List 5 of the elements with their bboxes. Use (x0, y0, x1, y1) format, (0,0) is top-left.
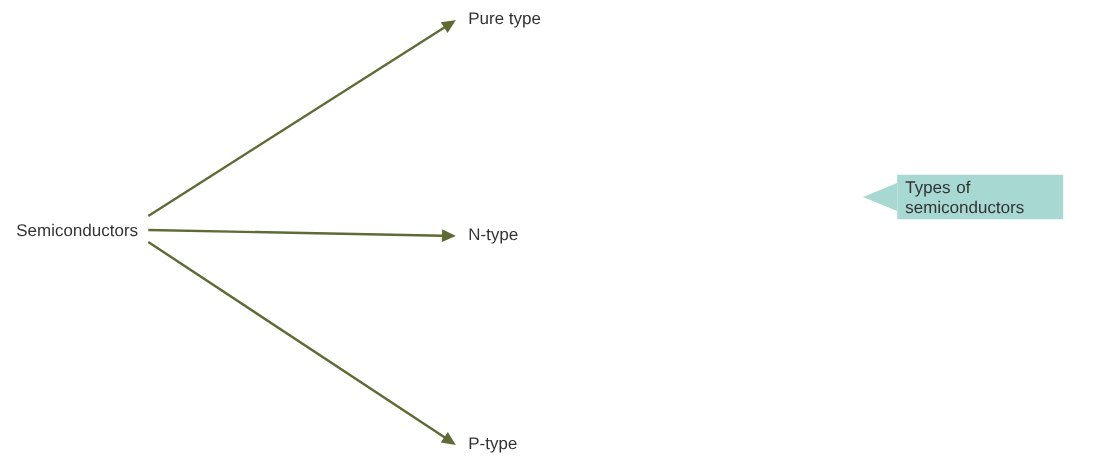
callout-box: Types of semiconductors (863, 174, 1064, 220)
term-label: N-type (469, 228, 518, 244)
term-label: Pure type (469, 12, 541, 28)
term-label: P-type (469, 437, 517, 453)
term-label: Semiconductors (16, 223, 138, 237)
